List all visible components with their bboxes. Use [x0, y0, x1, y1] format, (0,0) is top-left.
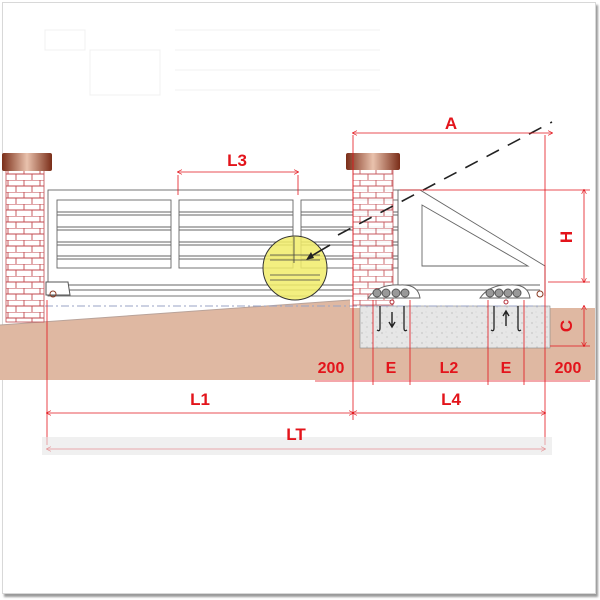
label-offset-left: 200 [318, 360, 345, 377]
label-l3: L3 [227, 151, 247, 170]
label-l4: L4 [441, 390, 461, 409]
label-a: A [445, 114, 457, 133]
watermark [44, 29, 380, 96]
label-e-right: E [501, 360, 512, 377]
roller-carriage-right [479, 284, 544, 332]
label-offset-right: 200 [555, 360, 582, 377]
lt-band [42, 437, 552, 455]
label-l1: L1 [190, 390, 210, 409]
label-l2: L2 [440, 360, 459, 377]
left-pillar [2, 153, 52, 323]
gate-stop [45, 281, 71, 298]
detail-highlight-circle [262, 235, 331, 301]
concrete-foundation [359, 305, 551, 349]
opening-line [337, 121, 553, 236]
label-h: H [557, 231, 576, 243]
right-pillar [346, 153, 400, 306]
label-e-left: E [386, 360, 397, 377]
roller-carriage-left [367, 284, 421, 332]
label-c: C [557, 320, 576, 332]
label-lt: LT [286, 425, 306, 444]
